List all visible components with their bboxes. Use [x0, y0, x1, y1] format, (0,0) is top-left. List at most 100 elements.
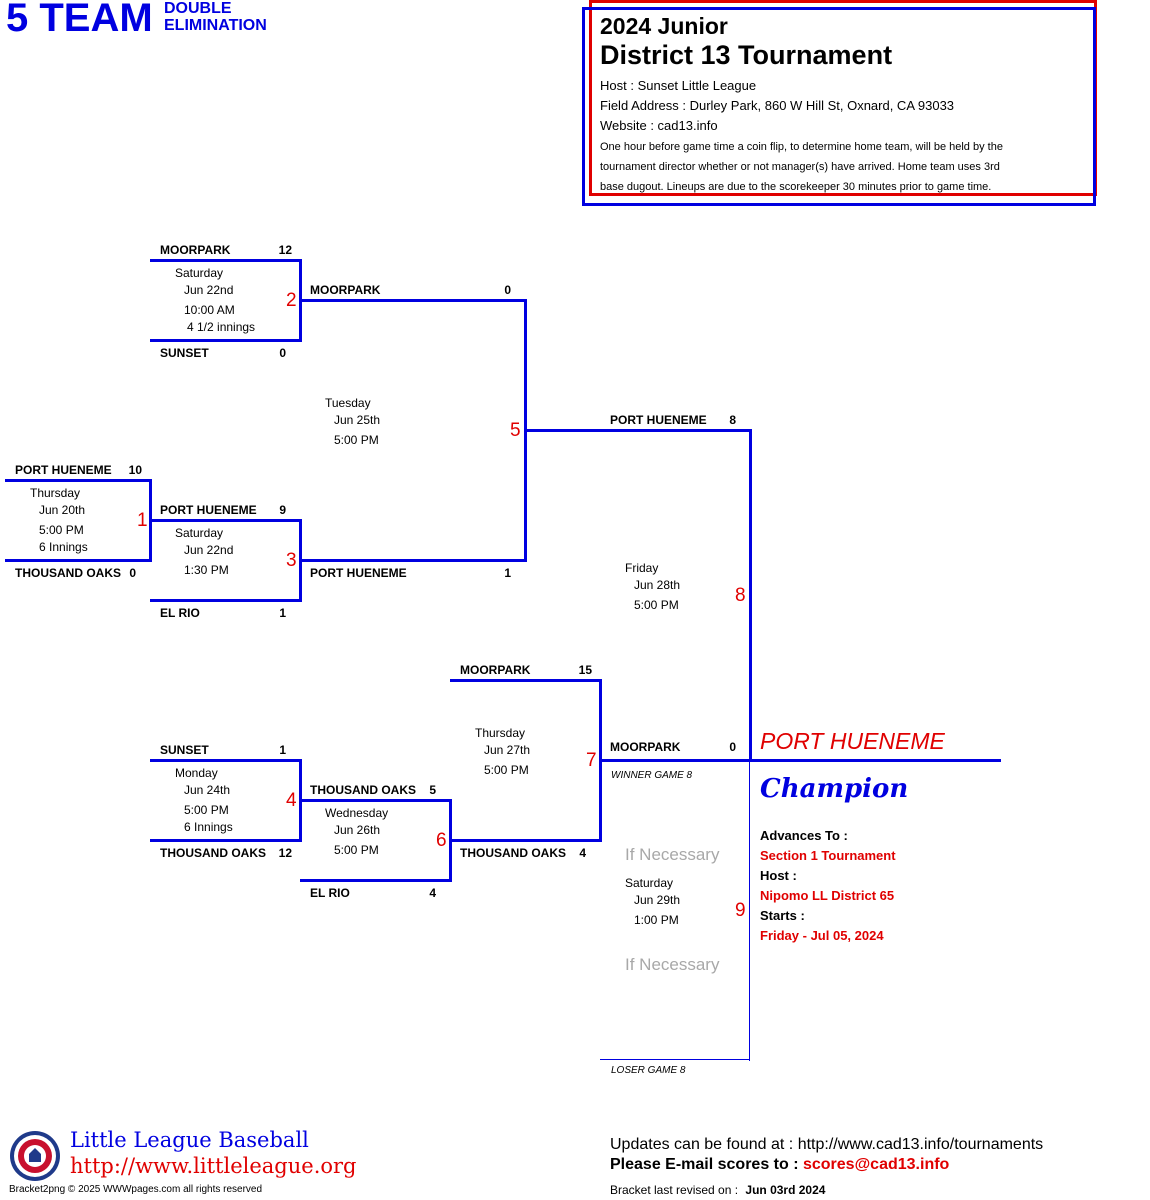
revised-line: Bracket last revised on : Jun 03rd 2024 [610, 1183, 825, 1197]
info-website[interactable]: Website : cad13.info [600, 118, 718, 133]
g7-bottom-line [450, 839, 602, 842]
g4-schedule: Monday Jun 24th 5:00 PM 6 Innings [175, 766, 233, 834]
g2-bottom-line [150, 339, 302, 342]
info-rules: One hour before game time a coin flip, t… [600, 141, 1003, 193]
g7-team2: THOUSAND OAKS [460, 846, 567, 860]
g3-schedule: Saturday Jun 22nd 1:30 PM [175, 526, 234, 577]
g2-top-line [150, 259, 302, 262]
advances-label: Advances To : [760, 828, 848, 843]
champion-title: Champion [760, 774, 909, 804]
g5-top-line [300, 299, 527, 302]
org-url[interactable]: http://www.littleleague.org [70, 1154, 357, 1178]
g5-number: 5 [510, 420, 521, 441]
g6-team2: EL RIO [310, 886, 350, 900]
g9-bottom-line [600, 1059, 750, 1060]
g5-score2: 1 [504, 566, 511, 580]
revised-label: Bracket last revised on : [610, 1183, 739, 1197]
g6-team1: THOUSAND OAKS [310, 783, 417, 797]
g6-top-line [300, 799, 452, 802]
g4-team2: THOUSAND OAKS [160, 846, 267, 860]
g7-team1: MOORPARK [460, 663, 531, 677]
g2-number: 2 [286, 290, 297, 311]
email-link[interactable]: scores@cad13.info [802, 1156, 950, 1173]
g3-score1: 9 [279, 503, 286, 517]
email-label: Please E-mail scores to : [610, 1156, 799, 1173]
g8-bottom-line [600, 759, 752, 762]
g8-vertical [749, 429, 752, 762]
g2-score1: 12 [278, 243, 292, 257]
email-line: Please E-mail scores to : scores@cad13.i… [610, 1156, 949, 1174]
info-tournament: District 13 Tournament [600, 40, 893, 70]
g4-score2: 12 [278, 846, 292, 860]
g9-if-necessary-bottom: If Necessary [625, 955, 720, 974]
g8-score1: 8 [729, 413, 736, 427]
g6-schedule: Wednesday Jun 26th 5:00 PM [325, 806, 389, 857]
g9-schedule: Saturday Jun 29th 1:00 PM [625, 876, 681, 927]
g6-score1: 5 [429, 783, 436, 797]
g1-number: 1 [137, 510, 148, 531]
g3-score2: 1 [279, 606, 286, 620]
g2-team2: SUNSET [160, 346, 209, 360]
g5-score1: 0 [504, 283, 511, 297]
g9-number: 9 [735, 900, 746, 921]
g9-vertical [749, 760, 750, 1061]
g6-bottom-line [300, 879, 452, 882]
g4-score1: 1 [279, 743, 286, 757]
g3-team1: PORT HUENEME [160, 503, 257, 517]
champion-line [750, 759, 1001, 762]
g5-team2: PORT HUENEME [310, 566, 407, 580]
g1-team2: THOUSAND OAKS [15, 566, 122, 580]
g1-schedule: Thursday Jun 20th 5:00 PM 6 Innings [30, 486, 88, 554]
updates-text: Updates can be found at : http://www.cad… [610, 1136, 1044, 1153]
little-league-logo-icon [9, 1130, 61, 1182]
info-field: Field Address : Durley Park, 860 W Hill … [600, 98, 955, 113]
g3-bottom-line [150, 599, 302, 602]
g1-bottom-line [5, 559, 152, 562]
g8-top-line [525, 429, 752, 432]
g6-number: 6 [436, 830, 447, 851]
g7-schedule: Thursday Jun 27th 5:00 PM [475, 726, 531, 777]
copyright: Bracket2png © 2025 WWWpages.com all righ… [9, 1184, 263, 1195]
team-count: 5 TEAM [6, 0, 153, 40]
g5-team1: MOORPARK [310, 283, 381, 297]
g1-score2: 0 [129, 566, 136, 580]
info-year-division: 2024 Junior [600, 13, 728, 39]
g1-score1: 10 [128, 463, 142, 477]
g4-number: 4 [286, 790, 297, 811]
g8-score2: 0 [729, 740, 736, 754]
g7-top-line [450, 679, 602, 682]
g8-winner-note: WINNER GAME 8 [611, 770, 693, 781]
host-value: Nipomo LL District 65 [760, 888, 895, 903]
g7-score1: 15 [578, 663, 592, 677]
g3-number: 3 [286, 550, 297, 571]
g3-team2: EL RIO [160, 606, 200, 620]
champion-name: PORT HUENEME [760, 728, 945, 754]
g4-team1: SUNSET [160, 743, 209, 757]
org-name: Little League Baseball [70, 1128, 309, 1152]
format-label: DOUBLE ELIMINATION [164, 0, 267, 34]
info-box [582, 7, 1096, 206]
g7-score2: 4 [579, 846, 586, 860]
g8-team1: PORT HUENEME [610, 413, 707, 427]
g9-loser-note: LOSER GAME 8 [611, 1065, 686, 1076]
starts-label: Starts : [760, 908, 805, 923]
starts-value: Friday - Jul 05, 2024 [760, 928, 884, 943]
g5-schedule: Tuesday Jun 25th 5:00 PM [325, 396, 381, 447]
g1-top-line [5, 479, 152, 482]
bracket-type-title: 5 TEAM [6, 0, 153, 41]
g1-team1: PORT HUENEME [15, 463, 112, 477]
advances-value: Section 1 Tournament [760, 848, 896, 863]
info-host: Host : Sunset Little League [600, 78, 757, 93]
g2-score2: 0 [279, 346, 286, 360]
g8-number: 8 [735, 585, 746, 606]
g3-top-line [150, 519, 302, 522]
g8-team2: MOORPARK [610, 740, 681, 754]
g7-number: 7 [586, 750, 597, 771]
g9-if-necessary-top: If Necessary [625, 845, 720, 864]
g4-top-line [150, 759, 302, 762]
g2-schedule: Saturday Jun 22nd 10:00 AM 4 1/2 innings [175, 266, 256, 334]
revised-date: Jun 03rd 2024 [745, 1183, 826, 1197]
g2-team1: MOORPARK [160, 243, 231, 257]
g8-schedule: Friday Jun 28th 5:00 PM [625, 561, 681, 612]
host-label: Host : [760, 868, 797, 883]
